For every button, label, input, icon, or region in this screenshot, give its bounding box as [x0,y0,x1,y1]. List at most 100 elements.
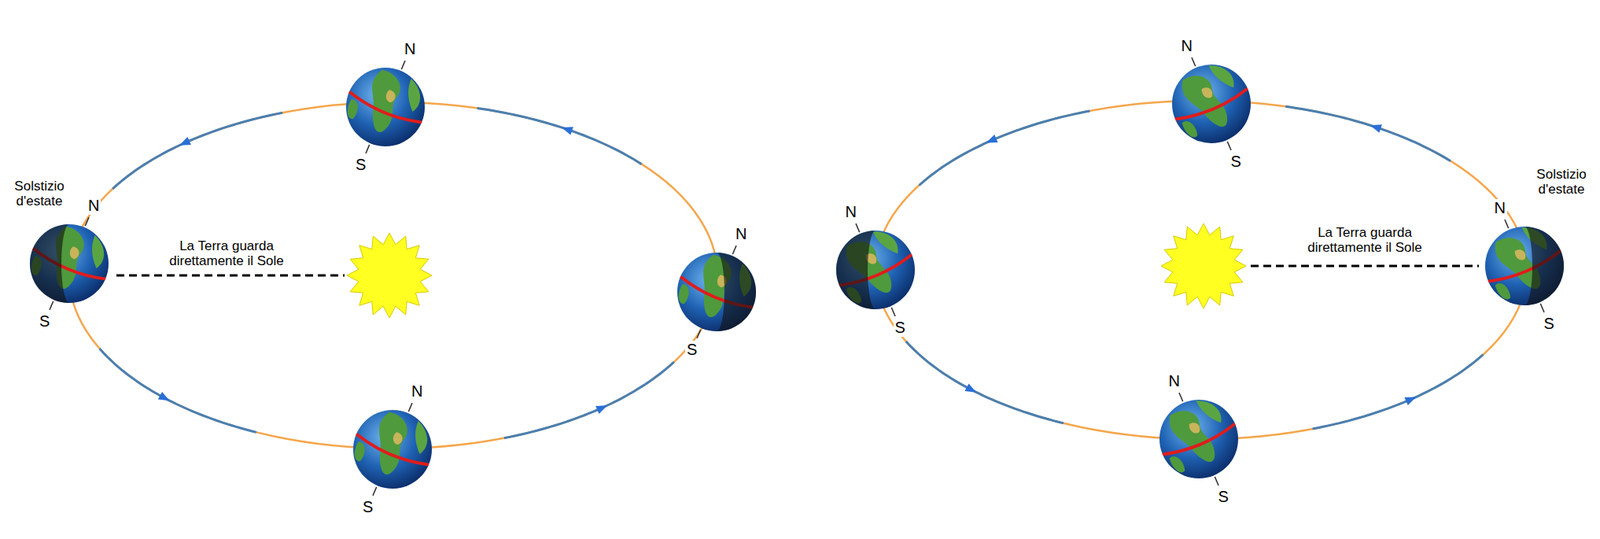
earth-clip [339,58,436,147]
axis-stub [1540,303,1545,313]
equator-line [346,91,422,128]
axis-stub [401,60,406,70]
pole-label: N [409,382,424,401]
pole-label: S [1216,487,1231,506]
axis-stub [1179,392,1184,402]
axis-stub [372,486,377,496]
earth-globe [22,214,120,310]
earth-axis [1504,219,1545,313]
continent [350,440,369,462]
axis-stub [855,223,860,233]
orbit-segment [1312,354,1484,430]
earth-surface [1148,390,1246,479]
earth-shadow [1524,226,1564,306]
orbit-arrowhead [986,134,999,144]
earth-globe [339,58,436,154]
continent [67,245,82,260]
axis-stub [1214,476,1219,486]
earth-clip [670,243,767,332]
equator-line [353,433,429,470]
axis-stub [696,329,701,339]
dashed-line [116,274,345,277]
earth-globe [1161,55,1258,151]
orbit-ellipse [875,100,1527,439]
earth-axis [696,245,737,339]
axis-stub [1504,219,1509,229]
orbit-arrowhead [1404,397,1416,406]
orbit-arrowhead [179,136,192,146]
earth-clip [1161,55,1258,144]
note-label: La Terra guarda direttamente il Sole [142,238,311,270]
earth-axis [855,223,896,317]
orbit-arrowhead [561,126,574,135]
earth-axis [49,217,89,310]
earth-axis [1191,57,1232,151]
note-label: Solstizio d'estate [4,178,74,210]
continent [1196,394,1224,428]
continent [674,283,693,305]
continent [1209,58,1237,93]
continent [406,420,435,455]
pole-label: S [353,155,368,174]
pole-label: S [685,340,699,359]
pole-label: S [1542,314,1556,333]
equator-line [1175,88,1250,125]
pole-label: N [402,40,417,59]
continent [390,431,405,446]
earth-shadow [836,230,876,310]
orbit-ellipse [69,102,718,449]
pole-label: S [893,318,907,337]
axis-stub [84,217,89,226]
earth-sea [1172,64,1251,144]
continent [1200,85,1214,100]
earth-globe [1474,217,1571,313]
pole-label: N [1167,372,1182,391]
earth-sea [677,252,756,332]
axis-stub [891,307,896,317]
continent [1168,453,1187,476]
continent [1181,118,1199,141]
pole-label: N [733,224,749,244]
orbit-segment [99,348,257,432]
axis-stub [1191,57,1196,67]
earth-globe [346,400,443,496]
continent [1187,420,1202,436]
pole-label: N [1179,36,1195,56]
earth-sea [836,230,915,310]
earth-sea [1159,399,1239,479]
orbit-segment [1285,106,1451,162]
axis-stub [49,301,54,310]
sun-symbol [1161,223,1247,309]
earth-axis [365,60,406,154]
continent [383,88,398,104]
pole-label: N [1493,199,1508,218]
orbit-segment [919,110,1091,186]
earth-surface [1161,55,1258,144]
pole-label: S [1229,152,1243,171]
earth-clip [1148,390,1246,479]
orbit-arrowhead [964,383,977,392]
dashed-line [1250,265,1479,268]
earth-shadow [29,224,70,303]
orbit-segment [477,108,642,165]
pole-label: N [844,202,859,222]
orbit-segment [906,341,1064,424]
orbit-segment [504,361,675,439]
earth-sea [1485,226,1564,306]
pole-label: N [86,196,101,215]
earth-surface [339,58,436,147]
pole-label: S [37,312,52,331]
earth-surface [1474,217,1571,306]
earth-surface [670,243,767,332]
earth-axis [1179,392,1219,486]
earth-clip [825,221,922,310]
earth-axis [372,402,413,496]
earth-globe [825,221,922,317]
axis-stub [408,402,413,412]
earth-globe [1148,390,1246,486]
pole-label: S [361,497,375,517]
sun-symbol [346,232,432,318]
orbit-arrowhead [595,405,608,414]
earth-clip [346,400,443,489]
